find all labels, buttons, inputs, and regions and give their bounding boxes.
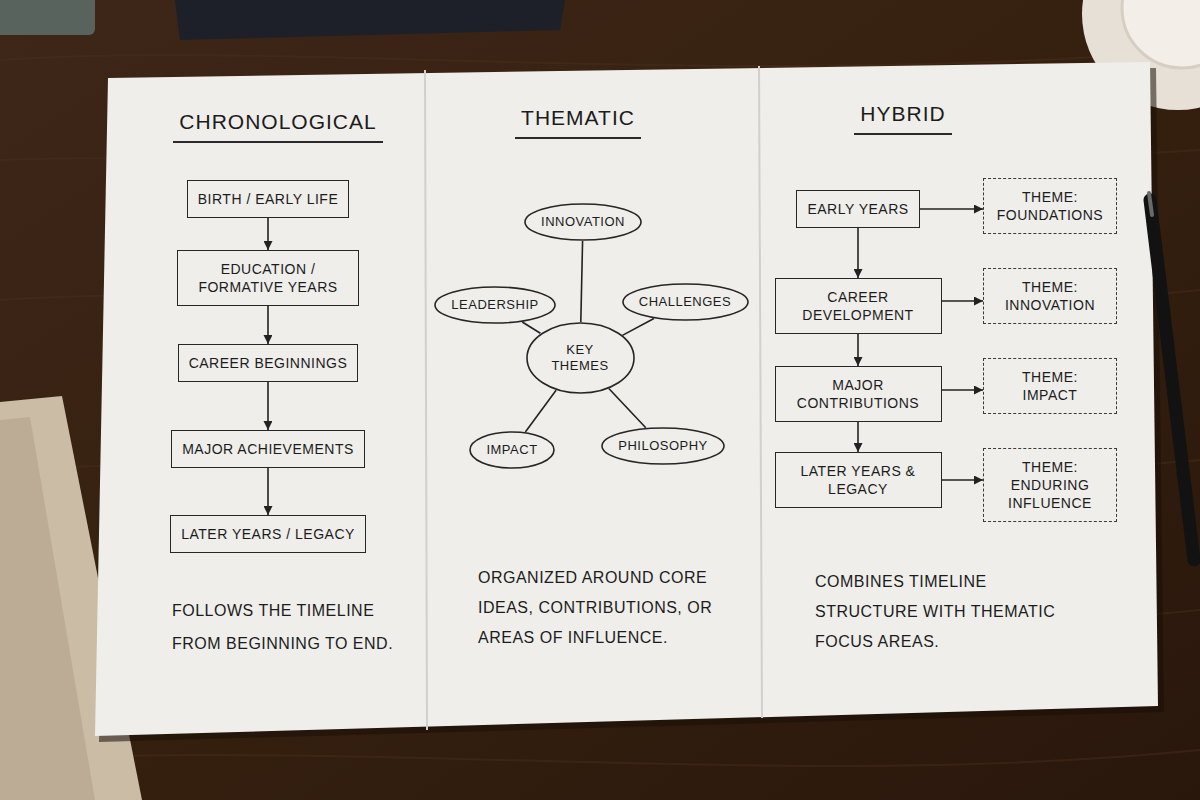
- dark-book: [175, 0, 565, 40]
- theme-ellipse: PHILOSOPHY: [601, 427, 725, 465]
- column-description: ORGANIZED AROUND CORE IDEAS, CONTRIBUTIO…: [478, 563, 723, 653]
- connector-line: [525, 390, 556, 432]
- timeline-box: BIRTH / EARLY LIFE: [187, 180, 350, 218]
- timeline-box: EDUCATION / FORMATIVE YEARS: [177, 250, 359, 306]
- connector-arrow: [267, 306, 269, 344]
- ellipse-shape: [527, 323, 634, 393]
- theme-box: THEME: IMPACT: [983, 358, 1117, 414]
- ellipse-label: KEY THEMES: [543, 342, 618, 374]
- connector-arrow: [857, 334, 859, 366]
- box-label: BIRTH / EARLY LIFE: [198, 190, 339, 208]
- heading-slot: CHRONOLOGICAL: [173, 110, 382, 143]
- ellipse-text-holder: PHILOSOPHY: [618, 438, 708, 454]
- theme-box: THEME: ENDURING INFLUENCE: [983, 448, 1117, 522]
- connector-line: [609, 389, 646, 428]
- connector-arrow: [267, 218, 269, 250]
- desk-object: [0, 0, 95, 35]
- box-label: CAREER BEGINNINGS: [189, 354, 348, 372]
- heading-slot: THEMATIC: [515, 106, 641, 139]
- connector-arrow: [942, 300, 984, 302]
- theme-ellipse: KEY THEMES: [526, 322, 635, 394]
- timeline-box: LATER YEARS / LEGACY: [170, 515, 366, 553]
- description-slot: ORGANIZED AROUND CORE IDEAS, CONTRIBUTIO…: [478, 563, 723, 653]
- notebook-paper: [95, 62, 1158, 736]
- box-label: MAJOR CONTRIBUTIONS: [786, 376, 931, 412]
- connector-line: [622, 319, 654, 336]
- cup: [1122, 0, 1200, 68]
- connector-arrow: [942, 479, 984, 481]
- box-label: LATER YEARS / LEGACY: [181, 525, 355, 543]
- ellipse-text-holder: IMPACT: [486, 442, 537, 458]
- connector-arrow: [267, 468, 269, 515]
- pen-tip: [1149, 193, 1152, 215]
- theme-box: THEME: FOUNDATIONS: [983, 178, 1117, 234]
- ellipse-label: LEADERSHIP: [451, 297, 538, 313]
- box-label: MAJOR ACHIEVEMENTS: [182, 440, 354, 458]
- connector-line: [522, 322, 540, 333]
- tan-notebook-edge: [0, 417, 95, 800]
- timeline-box: EARLY YEARS: [796, 190, 919, 228]
- column-heading: CHRONOLOGICAL: [173, 110, 382, 143]
- ellipse-shape: [602, 428, 724, 464]
- timeline-box: MAJOR ACHIEVEMENTS: [171, 430, 365, 468]
- ellipse-shape: [435, 287, 555, 323]
- timeline-box: MAJOR CONTRIBUTIONS: [775, 366, 942, 422]
- theme-ellipse: LEADERSHIP: [434, 286, 556, 324]
- ellipse-shape: [470, 432, 554, 468]
- connector-arrow: [857, 228, 859, 278]
- box-label: THEME: ENDURING INFLUENCE: [994, 458, 1106, 512]
- connector-arrow: [267, 382, 269, 430]
- box-label: EARLY YEARS: [807, 200, 908, 218]
- fold-line: [425, 70, 427, 730]
- box-label: LATER YEARS & LEGACY: [786, 462, 931, 498]
- ellipse-shape: [623, 284, 748, 320]
- ellipse-text-holder: KEY THEMES: [543, 342, 618, 374]
- ellipse-shape: [525, 204, 641, 240]
- pen: [1150, 200, 1194, 560]
- notebook-panel: CHRONOLOGICAL FOLLOWS THE TIMELINE FROM B…: [100, 70, 425, 730]
- column-heading: HYBRID: [854, 102, 951, 135]
- description-slot: FOLLOWS THE TIMELINE FROM BEGINNING TO E…: [172, 594, 412, 660]
- wood-grain: [0, 50, 1200, 766]
- ellipse-text-holder: INNOVATION: [541, 214, 625, 230]
- box-label: THEME: FOUNDATIONS: [994, 188, 1106, 224]
- box-label: EDUCATION / FORMATIVE YEARS: [188, 260, 348, 296]
- heading-slot: HYBRID: [854, 102, 951, 135]
- fold-line: [759, 66, 762, 718]
- timeline-box: CAREER BEGINNINGS: [178, 344, 359, 382]
- notebook-panel: HYBRID COMBINES TIMELINE STRUCTURE WITH T…: [762, 66, 1152, 716]
- theme-ellipse: IMPACT: [469, 431, 555, 469]
- box-label: CAREER DEVELOPMENT: [786, 288, 931, 324]
- connector-arrow: [857, 422, 859, 452]
- ellipse-text-holder: LEADERSHIP: [451, 297, 538, 313]
- timeline-box: CAREER DEVELOPMENT: [775, 278, 942, 334]
- box-label: THEME: INNOVATION: [994, 278, 1106, 314]
- ellipse-label: PHILOSOPHY: [618, 438, 708, 454]
- ellipse-label: INNOVATION: [541, 214, 625, 230]
- timeline-box: LATER YEARS & LEGACY: [775, 452, 942, 508]
- theme-ellipse: INNOVATION: [524, 203, 642, 241]
- column-description: FOLLOWS THE TIMELINE FROM BEGINNING TO E…: [172, 594, 412, 660]
- ellipse-text-holder: CHALLENGES: [639, 294, 731, 310]
- connector-arrow: [920, 208, 983, 210]
- column-heading: THEMATIC: [515, 106, 641, 139]
- box-label: THEME: IMPACT: [994, 368, 1106, 404]
- theme-ellipse: CHALLENGES: [622, 283, 749, 321]
- notebook-panel: THEMATIC ORGANIZED AROUND CORE IDEAS, CON…: [427, 68, 760, 730]
- theme-box: THEME: INNOVATION: [983, 268, 1117, 324]
- description-slot: COMBINES TIMELINE STRUCTURE WITH THEMATI…: [815, 567, 1065, 657]
- column-description: COMBINES TIMELINE STRUCTURE WITH THEMATI…: [815, 567, 1065, 657]
- ellipse-label: IMPACT: [486, 442, 537, 458]
- connector-arrow: [942, 389, 984, 391]
- connector-line: [581, 241, 583, 322]
- ellipse-label: CHALLENGES: [639, 294, 731, 310]
